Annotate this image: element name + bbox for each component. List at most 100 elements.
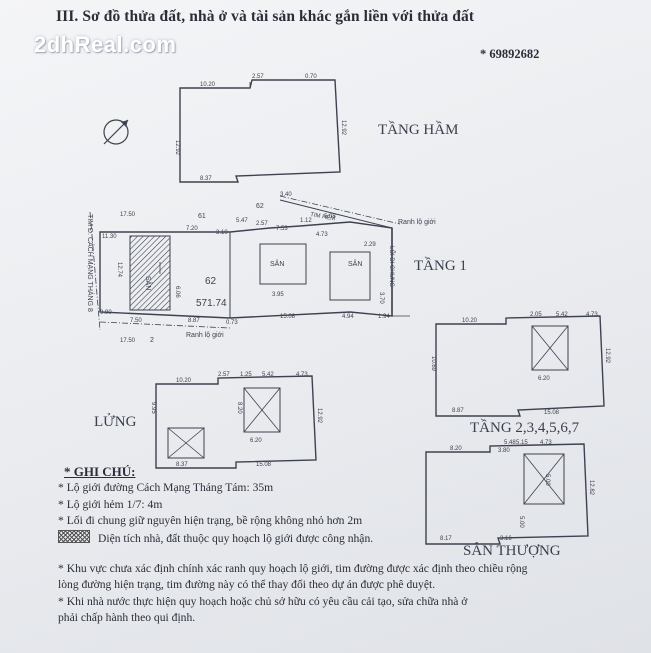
svg-text:12.74: 12.74 xyxy=(116,262,122,278)
svg-text:0.73: 0.73 xyxy=(226,320,238,326)
rooftop-plan xyxy=(425,443,589,545)
svg-text:15.08: 15.08 xyxy=(280,314,296,320)
svg-text:3.16: 3.16 xyxy=(500,536,512,542)
svg-text:4.94: 4.94 xyxy=(342,314,354,320)
svg-text:6.20: 6.20 xyxy=(250,438,262,444)
mezzanine-dims: 10.20 2.57 1.25 5.42 4.73 9.95 12.92 8.2… xyxy=(150,372,322,468)
svg-text:12.92: 12.92 xyxy=(316,408,322,424)
note-paragraph-line: lòng đường hiện trạng, tim đường này có … xyxy=(58,578,436,592)
svg-text:9.90: 9.90 xyxy=(100,310,112,316)
north-arrow-icon xyxy=(103,119,129,145)
parcel-2: 2 xyxy=(150,337,154,344)
parcel-61: 61 xyxy=(198,213,206,220)
boundary-label-top: Ranh lộ giới xyxy=(398,219,436,226)
basement-dims: 10.20 2.57 0.70 12.92 12.92 8.37 xyxy=(174,74,346,182)
lane-access-label: LỐI ĐI CHUNG xyxy=(388,246,395,287)
parcel-area: 571.74 xyxy=(196,298,227,309)
watermark-logo: 2dhReal.com xyxy=(34,32,177,57)
document-title: III. Sơ đồ thửa đất, nhà ở và tài sản kh… xyxy=(56,8,475,25)
svg-text:8.87: 8.87 xyxy=(188,318,200,324)
svg-text:5.47: 5.47 xyxy=(236,218,248,224)
svg-text:15.08: 15.08 xyxy=(256,462,272,468)
svg-text:8.20: 8.20 xyxy=(236,402,242,414)
svg-text:3.10: 3.10 xyxy=(216,230,228,236)
svg-text:2.57: 2.57 xyxy=(256,221,268,227)
notes-heading: * GHI CHÚ: xyxy=(64,464,136,479)
note-item: * Lối đi chung giữ nguyên hiện trạng, bề… xyxy=(58,514,363,528)
street-label: TIM Đ. CÁCH MẠNG THÁNG 8 xyxy=(86,214,95,312)
svg-text:2.29: 2.29 xyxy=(364,242,376,248)
svg-text:7.50: 7.50 xyxy=(130,318,142,324)
note-item: * Lộ giới hẻm 1/7: 4m xyxy=(58,497,163,511)
hatch-legend-text: Diện tích nhà, đất thuộc quy hoạch lộ gi… xyxy=(98,531,374,545)
svg-text:12.92: 12.92 xyxy=(174,140,180,156)
svg-text:7.53: 7.53 xyxy=(276,226,288,232)
svg-text:3.70: 3.70 xyxy=(378,292,384,304)
svg-text:10.20: 10.20 xyxy=(176,378,192,384)
svg-text:10.20: 10.20 xyxy=(462,318,478,324)
svg-text:8.37: 8.37 xyxy=(176,462,188,468)
svg-text:9.95: 9.95 xyxy=(150,402,156,414)
note-paragraph-line: * Khi nhà nước thực hiện quy hoạch hoặc … xyxy=(58,594,468,608)
notes-spacer xyxy=(58,547,618,561)
svg-text:2.05: 2.05 xyxy=(530,312,542,318)
svg-text:10.69: 10.69 xyxy=(430,356,436,372)
svg-text:7.20: 7.20 xyxy=(186,226,198,232)
mezzanine-plan xyxy=(155,375,317,469)
boundary-label-bottom: Ranh lộ giới xyxy=(186,332,224,339)
svg-text:15.08: 15.08 xyxy=(544,410,560,416)
svg-text:4.73: 4.73 xyxy=(540,440,552,446)
svg-text:8.87: 8.87 xyxy=(452,408,464,414)
svg-text:5.08: 5.08 xyxy=(324,214,336,220)
svg-text:12.82: 12.82 xyxy=(588,480,594,496)
notes-section: * GHI CHÚ: * Lộ giới đường Cách Mạng Thá… xyxy=(58,464,618,627)
typical-floor-dims: 10.20 2.05 5.42 4.73 10.69 12.92 6.20 8.… xyxy=(430,312,610,416)
svg-text:10.20: 10.20 xyxy=(200,82,216,88)
note-paragraph-line: phải chấp hành theo qui định. xyxy=(58,611,196,625)
svg-text:12.92: 12.92 xyxy=(604,348,610,364)
svg-text:3.80: 3.80 xyxy=(498,448,510,454)
hatch-swatch-icon xyxy=(58,529,90,543)
svg-text:4.73: 4.73 xyxy=(296,372,308,378)
svg-text:2.57: 2.57 xyxy=(218,372,230,378)
yard-label-2: SÂN xyxy=(270,259,284,268)
svg-text:8.17: 8.17 xyxy=(440,536,452,542)
svg-text:2.57: 2.57 xyxy=(252,74,264,80)
svg-text:11.30: 11.30 xyxy=(102,234,117,240)
ground-floor-dims: 17.50 11.30 7.20 3.10 2.57 7.53 3.40 1.1… xyxy=(100,192,390,344)
svg-text:5.00: 5.00 xyxy=(544,474,550,486)
floor-label-ground: TẦNG 1 xyxy=(414,258,467,274)
parcel-number: 62 xyxy=(205,276,217,287)
basement-plan xyxy=(179,79,341,183)
svg-text:1.94: 1.94 xyxy=(378,314,390,320)
hatch-legend: Diện tích nhà, đất thuộc quy hoạch lộ gi… xyxy=(58,529,618,547)
svg-text:5.42: 5.42 xyxy=(262,372,274,378)
note-paragraph-line: * Khu vực chưa xác định chính xác ranh q… xyxy=(58,562,528,576)
svg-text:6.06: 6.06 xyxy=(174,286,180,298)
svg-text:8.37: 8.37 xyxy=(200,176,212,182)
ground-floor-labels: TIM Đ. CÁCH MẠNG THÁNG 8 TIM HẺM LỐI ĐI … xyxy=(86,203,436,344)
svg-text:1.12: 1.12 xyxy=(300,218,312,224)
yard-label-1: SÂN xyxy=(144,276,153,290)
svg-text:5.15: 5.15 xyxy=(516,440,528,446)
svg-text:5.00: 5.00 xyxy=(518,516,524,528)
svg-text:3.40: 3.40 xyxy=(280,192,292,198)
rooftop-dims: 8.20 5.48 4.73 3.80 12.82 8.17 3.16 5.00… xyxy=(440,440,594,542)
parcel-62: 62 xyxy=(256,203,264,210)
svg-text:8.20: 8.20 xyxy=(450,446,462,452)
ground-floor-plan xyxy=(89,195,410,331)
serial-number: * 69892682 xyxy=(480,47,540,61)
lane-label: TIM HẺM xyxy=(310,211,336,222)
svg-text:17.50: 17.50 xyxy=(120,338,136,344)
svg-text:1.25: 1.25 xyxy=(240,372,252,378)
floor-label-basement: TẦNG HẦM xyxy=(378,122,459,138)
typical-floor-plan xyxy=(435,315,605,417)
floor-label-typical: TẦNG 2,3,4,5,6,7 xyxy=(470,420,580,436)
svg-text:4.73: 4.73 xyxy=(316,232,328,238)
svg-text:17.50: 17.50 xyxy=(120,212,136,218)
yard-label-3: SÂN xyxy=(348,259,362,268)
svg-text:4.73: 4.73 xyxy=(586,312,598,318)
floor-label-mezzanine: LỬNG xyxy=(94,414,137,430)
